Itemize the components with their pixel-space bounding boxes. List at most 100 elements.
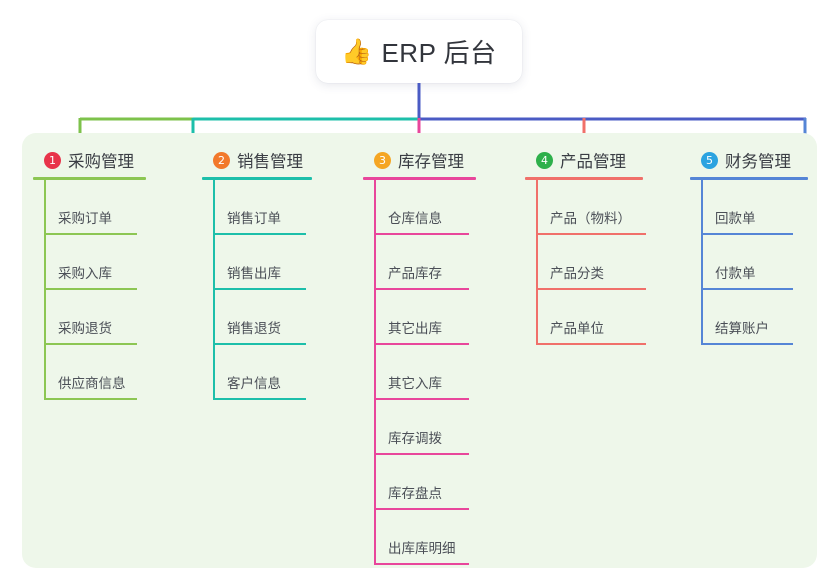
list-item[interactable]: 出库库明细: [363, 510, 476, 565]
column-header[interactable]: 5 财务管理: [690, 145, 808, 175]
list-item-rule: [374, 563, 469, 565]
list-item[interactable]: 销售出库: [202, 235, 312, 290]
list-item-label: 产品（物料）: [550, 211, 631, 226]
root-title-label: ERP 后台: [381, 38, 497, 68]
column-header[interactable]: 3 库存管理: [363, 145, 476, 175]
list-item[interactable]: 仓库信息: [363, 180, 476, 235]
list-item-label: 产品分类: [550, 266, 604, 281]
column-badge: 5: [701, 151, 718, 169]
list-item-label: 付款单: [715, 266, 756, 281]
list-item-label: 采购入库: [58, 266, 112, 281]
list-item-rule: [374, 343, 469, 345]
list-item-rule: [213, 343, 306, 345]
list-item-rule: [44, 288, 137, 290]
column-title: 财务管理: [725, 153, 791, 171]
list-item-rule: [374, 398, 469, 400]
column-header-rule: [363, 177, 476, 180]
column-title: 产品管理: [560, 153, 626, 171]
list-item-rule: [44, 398, 137, 400]
list-item-label: 回款单: [715, 211, 756, 226]
list-item-label: 结算账户: [715, 321, 769, 336]
tree-card: 1 采购管理 采购订单 采购入库 采购退货 供应商信息: [22, 133, 817, 568]
list-item[interactable]: 库存盘点: [363, 455, 476, 510]
column-header-rule: [690, 177, 808, 180]
list-item[interactable]: 其它出库: [363, 290, 476, 345]
list-item-rule: [213, 233, 306, 235]
list-item-label: 销售退货: [227, 321, 281, 336]
list-item[interactable]: 产品（物料）: [525, 180, 646, 235]
column-items: 仓库信息 产品库存 其它出库 其它入库 库存调拨 库存盘点: [363, 180, 476, 565]
list-item-label: 产品库存: [388, 266, 442, 281]
list-item[interactable]: 供应商信息: [33, 345, 146, 400]
list-item-label: 客户信息: [227, 376, 281, 391]
list-item-rule: [374, 453, 469, 455]
column-finance: 5 财务管理 回款单 付款单 结算账户: [690, 145, 808, 345]
list-item[interactable]: 采购入库: [33, 235, 146, 290]
list-item-label: 其它出库: [388, 321, 442, 336]
list-item[interactable]: 库存调拨: [363, 400, 476, 455]
list-item-label: 采购订单: [58, 211, 112, 226]
list-item-rule: [213, 288, 306, 290]
list-item[interactable]: 采购订单: [33, 180, 146, 235]
column-badge: 4: [536, 151, 553, 169]
list-item-rule: [701, 288, 793, 290]
list-item[interactable]: 采购退货: [33, 290, 146, 345]
list-item[interactable]: 其它入库: [363, 345, 476, 400]
column-header[interactable]: 2 销售管理: [202, 145, 312, 175]
list-item-rule: [536, 343, 646, 345]
root-title-box[interactable]: 👍 ERP 后台: [316, 20, 522, 83]
list-item-label: 其它入库: [388, 376, 442, 391]
list-item-label: 库存调拨: [388, 431, 442, 446]
column-header[interactable]: 1 采购管理: [33, 145, 146, 175]
list-item-rule: [213, 398, 306, 400]
list-item[interactable]: 产品分类: [525, 235, 646, 290]
column-title: 采购管理: [68, 153, 134, 171]
column-badge: 2: [213, 151, 230, 169]
list-item-label: 产品单位: [550, 321, 604, 336]
list-item-label: 采购退货: [58, 321, 112, 336]
column-spine: [701, 180, 703, 345]
list-item-rule: [536, 233, 646, 235]
column-purchasing: 1 采购管理 采购订单 采购入库 采购退货 供应商信息: [33, 145, 146, 400]
column-header-rule: [525, 177, 643, 180]
list-item[interactable]: 产品单位: [525, 290, 646, 345]
column-items: 产品（物料） 产品分类 产品单位: [525, 180, 646, 345]
list-item-label: 出库库明细: [388, 541, 456, 556]
column-items: 销售订单 销售出库 销售退货 客户信息: [202, 180, 312, 400]
column-product: 4 产品管理 产品（物料） 产品分类 产品单位: [525, 145, 646, 345]
column-header-rule: [33, 177, 146, 180]
column-inventory: 3 库存管理 仓库信息 产品库存 其它出库 其它入库 库存调拨: [363, 145, 476, 565]
list-item-rule: [701, 343, 793, 345]
column-title: 销售管理: [237, 153, 303, 171]
column-header[interactable]: 4 产品管理: [525, 145, 643, 175]
list-item-label: 销售出库: [227, 266, 281, 281]
list-item-label: 销售订单: [227, 211, 281, 226]
column-badge: 3: [374, 151, 391, 169]
column-badge: 1: [44, 151, 61, 169]
column-spine: [536, 180, 538, 345]
column-items: 采购订单 采购入库 采购退货 供应商信息: [33, 180, 146, 400]
column-spine: [213, 180, 215, 400]
list-item-rule: [374, 508, 469, 510]
thumbs-up-icon: 👍: [341, 38, 373, 66]
column-sales: 2 销售管理 销售订单 销售出库 销售退货 客户信息: [202, 145, 312, 400]
list-item-rule: [44, 233, 137, 235]
list-item[interactable]: 销售订单: [202, 180, 312, 235]
list-item-rule: [44, 343, 137, 345]
list-item[interactable]: 回款单: [690, 180, 808, 235]
list-item[interactable]: 销售退货: [202, 290, 312, 345]
list-item-rule: [701, 233, 793, 235]
column-header-rule: [202, 177, 312, 180]
list-item-rule: [374, 233, 469, 235]
list-item[interactable]: 客户信息: [202, 345, 312, 400]
column-title: 库存管理: [398, 153, 464, 171]
list-item[interactable]: 产品库存: [363, 235, 476, 290]
list-item-label: 仓库信息: [388, 211, 442, 226]
list-item[interactable]: 付款单: [690, 235, 808, 290]
column-items: 回款单 付款单 结算账户: [690, 180, 808, 345]
list-item-rule: [536, 288, 646, 290]
column-spine: [44, 180, 46, 400]
list-item-label: 供应商信息: [58, 376, 126, 391]
list-item-label: 库存盘点: [388, 486, 442, 501]
list-item[interactable]: 结算账户: [690, 290, 808, 345]
